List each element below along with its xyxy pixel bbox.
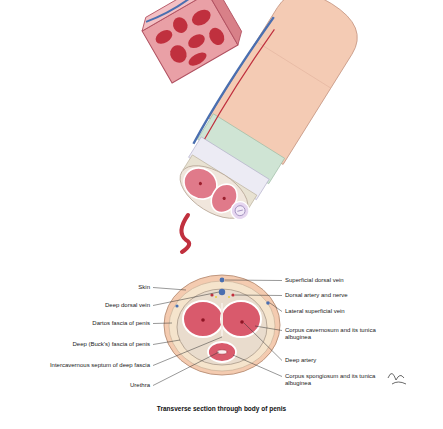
leader-line — [153, 292, 219, 306]
leader-line — [153, 352, 219, 386]
caption: Transverse section through body of penis — [0, 405, 443, 412]
leader-line — [270, 303, 282, 312]
part-label: Corpus spongiosum and its tunica albugin… — [285, 373, 385, 387]
leader-line — [225, 280, 282, 282]
part-label: Superficial dorsal vein — [285, 277, 344, 284]
leader-line — [153, 288, 186, 291]
part-label: Urethra — [130, 382, 150, 389]
part-label: Dartos fascia of penis — [92, 320, 150, 327]
erectile-tissue-inset — [137, 0, 246, 83]
artery-tube — [181, 215, 189, 252]
penis-shaft — [165, 0, 369, 232]
cross-section — [164, 275, 280, 375]
leader-line — [153, 340, 180, 345]
leader-line — [233, 355, 282, 377]
part-label: Deep (Buck's) fascia of penis — [72, 341, 150, 348]
signature-mark — [388, 373, 406, 384]
leader-lines — [153, 280, 282, 386]
leader-line — [235, 295, 282, 297]
part-label: Deep dorsal vein — [105, 302, 150, 309]
part-label: Lateral superficial vein — [285, 308, 345, 315]
part-label: Corpus cavernosum and its tunica albugin… — [285, 327, 385, 341]
part-label: Skin — [138, 284, 150, 291]
part-label: Deep artery — [285, 357, 316, 364]
leader-line — [244, 323, 282, 361]
part-label: Intercavernous septum of deep fascia — [50, 362, 150, 369]
part-label: Dorsal artery and nerve — [285, 292, 348, 299]
leader-line — [153, 323, 172, 325]
leader-line — [255, 326, 282, 331]
leader-line — [153, 337, 222, 366]
